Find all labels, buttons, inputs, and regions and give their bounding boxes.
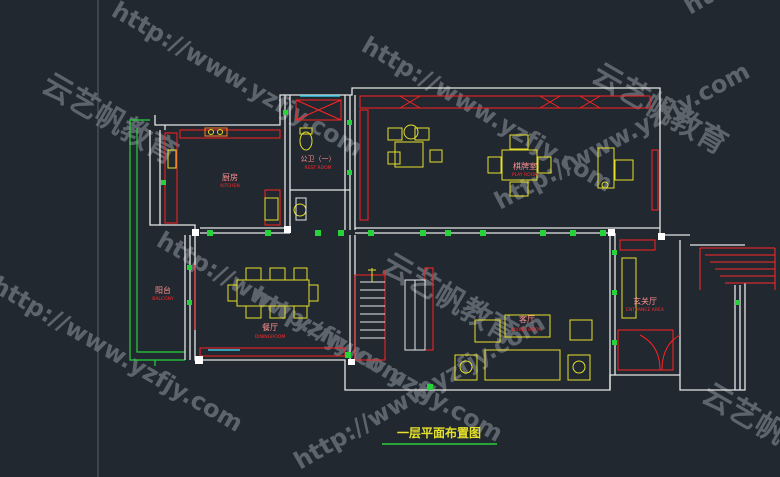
staircase bbox=[360, 279, 426, 351]
room-labels: 厨房 KITCHEN 公卫（一） REST ROOM 棋牌室 PLAY ROOM… bbox=[152, 155, 665, 340]
label-dining-en: DININGROOM bbox=[255, 334, 286, 340]
walls bbox=[149, 87, 746, 391]
label-balcony-en: BALCONY bbox=[152, 296, 174, 302]
label-kitchen-en: KITCHEN bbox=[220, 183, 240, 189]
drawing-title: 一层平面布置图 bbox=[397, 425, 481, 440]
label-kitchen-cn: 厨房 bbox=[222, 172, 238, 182]
cyan-marks bbox=[208, 95, 340, 351]
red-details bbox=[164, 95, 776, 371]
watermark-brand: 云艺帆教育 bbox=[696, 377, 780, 477]
label-living-cn: 客厅 bbox=[519, 314, 535, 324]
site-lines bbox=[129, 119, 185, 366]
label-entrance-cn: 玄关厅 bbox=[633, 296, 657, 306]
label-balcony-cn: 阳台 bbox=[155, 285, 171, 295]
label-entrance-en: ENTRANCE AREA bbox=[626, 307, 665, 313]
label-wc-cn: 公卫（一） bbox=[301, 155, 336, 163]
label-living-en: LIVING ROOM bbox=[512, 327, 543, 333]
watermark-url: http://www.yzfjy.com bbox=[0, 271, 248, 438]
watermark-url: http://www.yzfjy.com bbox=[679, 0, 780, 20]
green-marks bbox=[161, 110, 740, 390]
label-wc-en: REST ROOM bbox=[304, 165, 331, 171]
label-play-room-en: PLAY ROOM bbox=[512, 172, 538, 178]
furniture bbox=[167, 124, 637, 381]
stair-arrow bbox=[368, 268, 376, 282]
label-dining-cn: 餐厅 bbox=[262, 323, 278, 332]
column-marks bbox=[192, 226, 665, 365]
label-play-room-cn: 棋牌室 bbox=[513, 161, 537, 171]
watermark-brand: 云艺帆教育 bbox=[36, 67, 183, 172]
